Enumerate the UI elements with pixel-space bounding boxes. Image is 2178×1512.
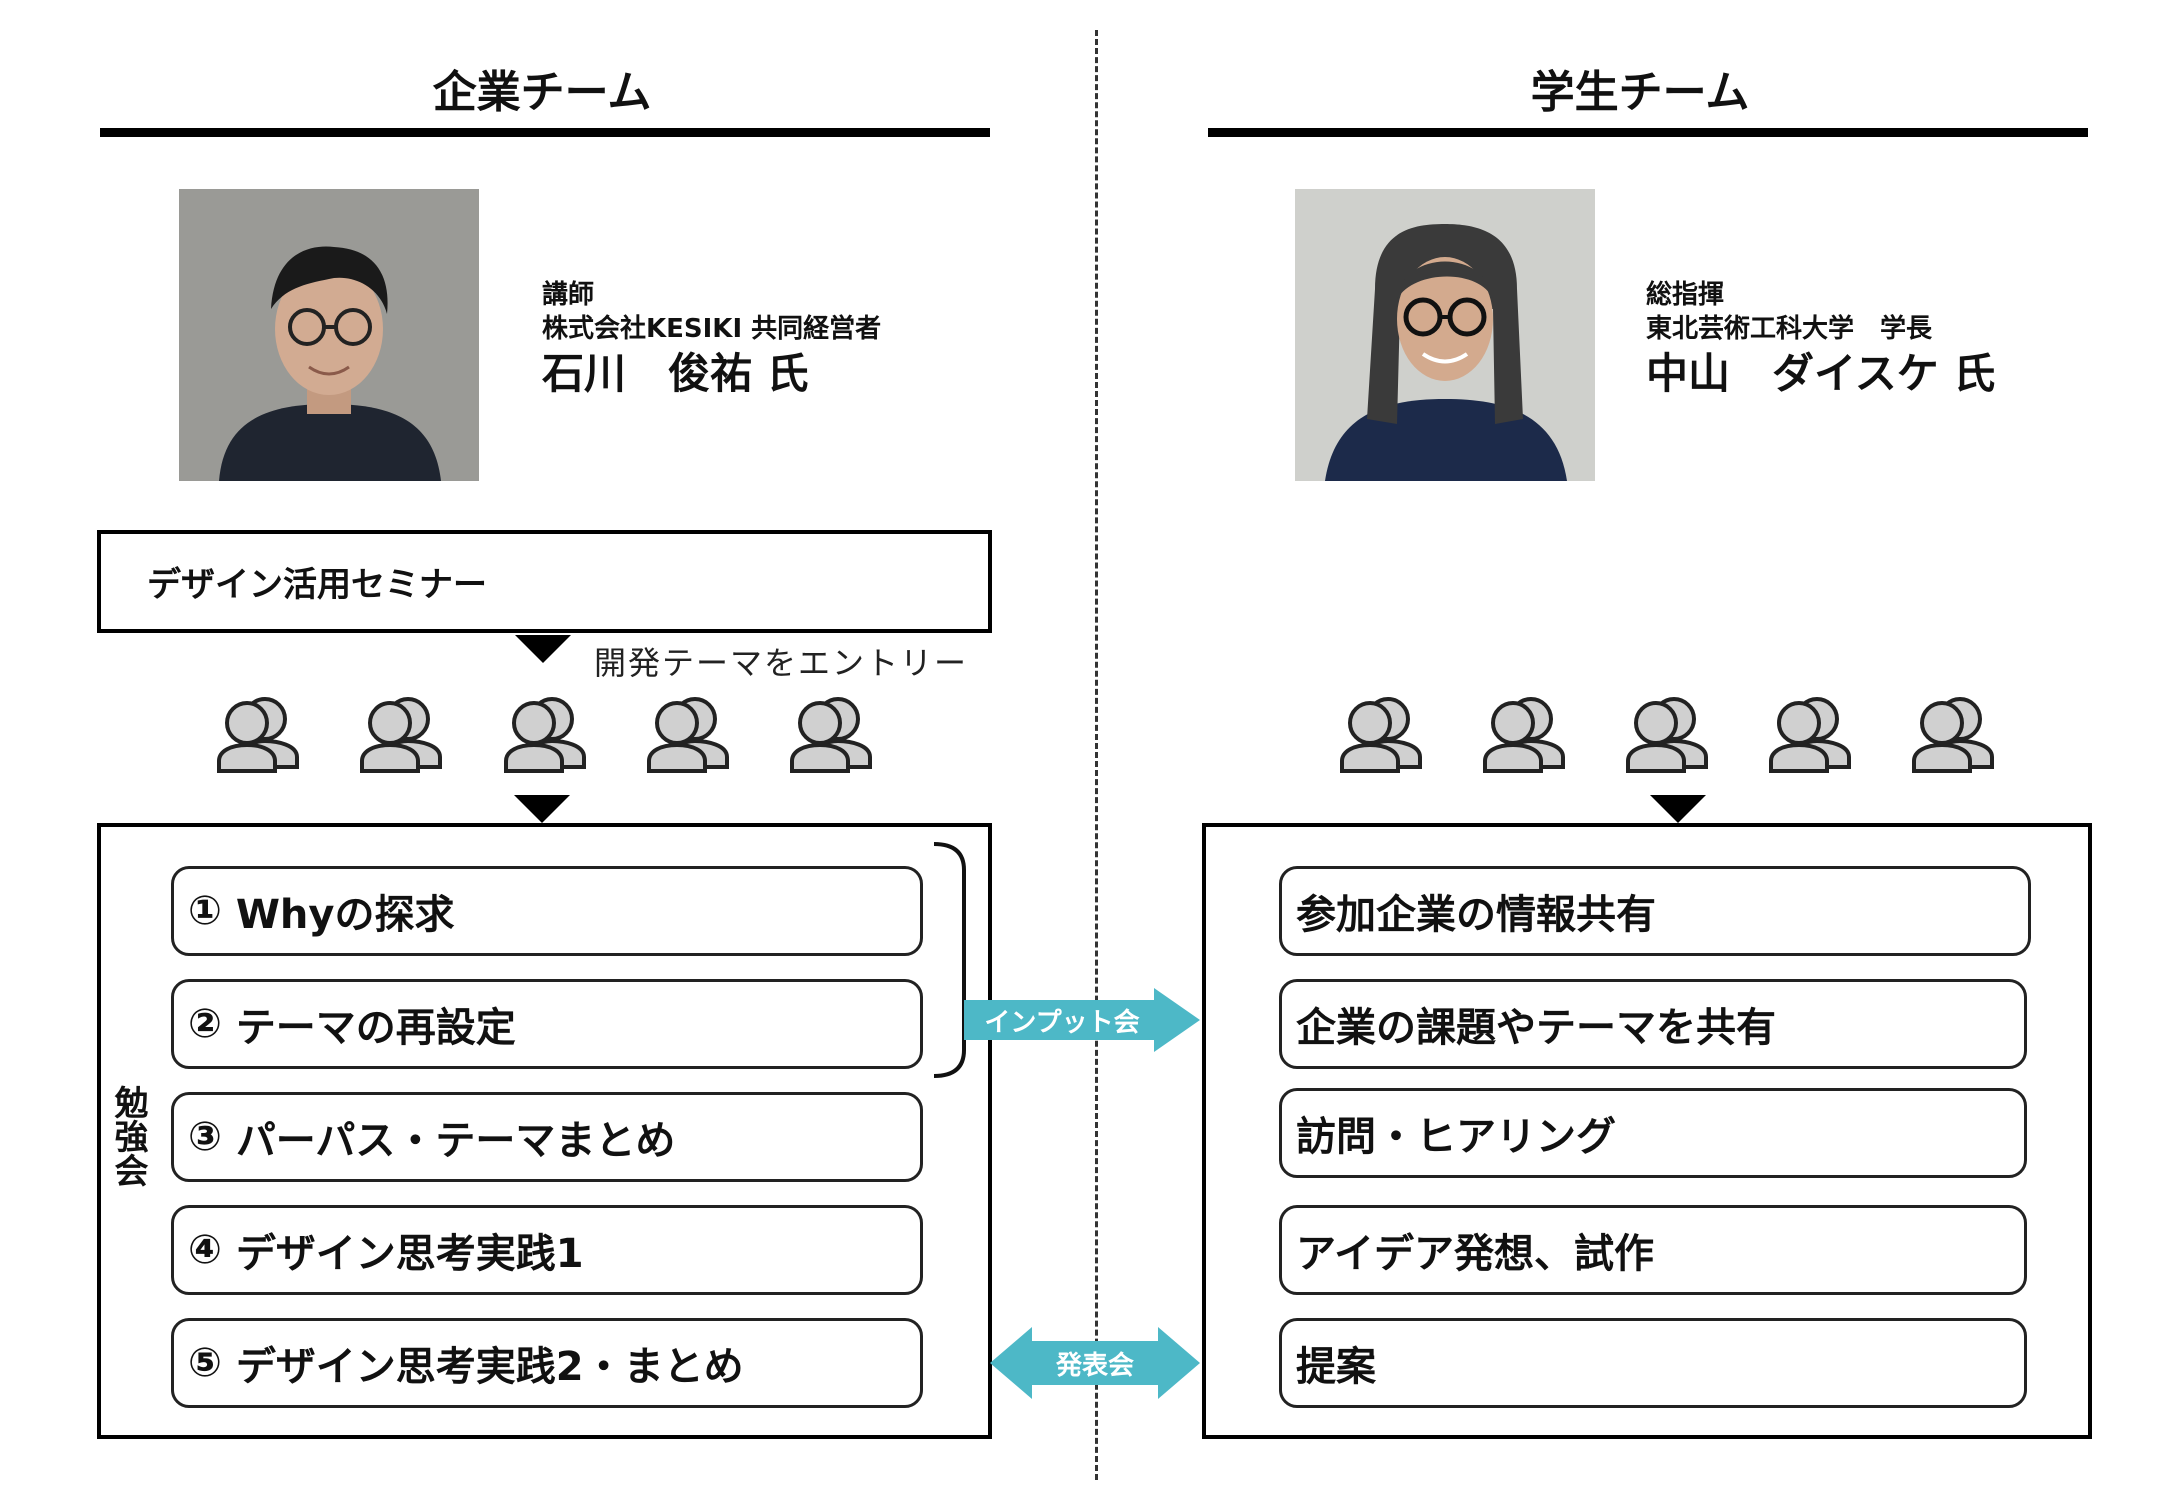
study-label-text: 勉強会 <box>108 1085 148 1187</box>
right-team-title: 学生チーム <box>1530 67 1750 118</box>
left-title-rule <box>100 128 990 137</box>
group-icon <box>217 697 299 773</box>
flow-item: 訪問・ヒアリング <box>1279 1088 2027 1178</box>
group-icon <box>790 697 872 773</box>
step-item: ⑤ デザイン思考実践2・まとめ <box>171 1318 923 1408</box>
group-icon <box>1912 697 1994 773</box>
instructor-role: 講師 <box>542 280 595 310</box>
flow-text: 参加企業の情報共有 <box>1296 892 1656 938</box>
director-role: 総指揮 <box>1646 280 1725 310</box>
flow-text: アイデア発想、試作 <box>1296 1231 1654 1277</box>
center-divider <box>1095 30 1098 1480</box>
step-item: ③ パーパス・テーマまとめ <box>171 1092 923 1182</box>
flow-item: 参加企業の情報共有 <box>1279 866 2031 956</box>
step-number: ⑤ <box>188 1340 222 1386</box>
input-session-arrow: インプット会 <box>964 988 1200 1052</box>
left-team-title: 企業チーム <box>432 67 652 118</box>
group-icon <box>647 697 729 773</box>
director-photo <box>1295 189 1595 481</box>
step-number: ③ <box>188 1114 222 1160</box>
group-icon <box>360 697 442 773</box>
study-session-box <box>97 823 992 1439</box>
right-title-rule <box>1208 128 2088 137</box>
flow-item: アイデア発想、試作 <box>1279 1205 2027 1295</box>
flow-item: 企業の課題やテーマを共有 <box>1279 979 2027 1069</box>
instructor-photo <box>179 189 479 481</box>
step-text: テーマの再設定 <box>235 1005 516 1051</box>
step-item: ④ デザイン思考実践1 <box>171 1205 923 1295</box>
instructor-name: 石川 俊祐 氏 <box>542 349 809 398</box>
step-text: デザイン思考実践2・まとめ <box>235 1344 744 1390</box>
seminar-down-arrow <box>515 635 571 663</box>
right-down-arrow <box>1650 795 1706 823</box>
study-session-label: 勉強会 <box>108 1085 148 1187</box>
group-icon <box>504 697 586 773</box>
group-icon <box>1769 697 1851 773</box>
step-item: ② テーマの再設定 <box>171 979 923 1069</box>
group-icons-row <box>217 697 1994 773</box>
group-icon <box>1626 697 1708 773</box>
left-down-arrow <box>514 795 570 823</box>
director-affiliation: 東北芸術工科大学 学長 <box>1646 314 1933 344</box>
flow-text: 提案 <box>1296 1344 1376 1390</box>
group-icon <box>1483 697 1565 773</box>
director-name: 中山 ダイスケ 氏 <box>1646 349 1996 398</box>
director-info: 総指揮 東北芸術工科大学 学長 中山 ダイスケ 氏 <box>1646 278 1995 400</box>
seminar-box: デザイン活用セミナー <box>97 530 992 633</box>
flow-item: 提案 <box>1279 1318 2027 1408</box>
student-flow-box <box>1202 823 2092 1439</box>
instructor-affiliation: 株式会社KESIKI 共同経営者 <box>542 314 882 344</box>
step-text: デザイン思考実践1 <box>235 1231 584 1277</box>
instructor-info: 講師 株式会社KESIKI 共同経営者 石川 俊祐 氏 <box>542 278 881 400</box>
presentation-arrow: 発表会 <box>990 1327 1200 1399</box>
presentation-label: 発表会 <box>1055 1350 1134 1381</box>
step-number: ② <box>188 1001 222 1047</box>
entry-note: 開発テーマをエントリー <box>594 644 969 682</box>
bracket <box>933 842 966 1078</box>
step-number: ① <box>188 888 222 934</box>
step-text: パーパス・テーマまとめ <box>235 1118 676 1164</box>
step-text: Whyの探求 <box>235 892 455 938</box>
flow-text: 企業の課題やテーマを共有 <box>1296 1005 1776 1051</box>
step-number: ④ <box>188 1227 222 1273</box>
flow-text: 訪問・ヒアリング <box>1296 1114 1616 1160</box>
step-item: ① Whyの探求 <box>171 866 923 956</box>
input-session-label: インプット会 <box>984 1007 1140 1038</box>
group-icon <box>1340 697 1422 773</box>
seminar-label: デザイン活用セミナー <box>147 565 487 605</box>
